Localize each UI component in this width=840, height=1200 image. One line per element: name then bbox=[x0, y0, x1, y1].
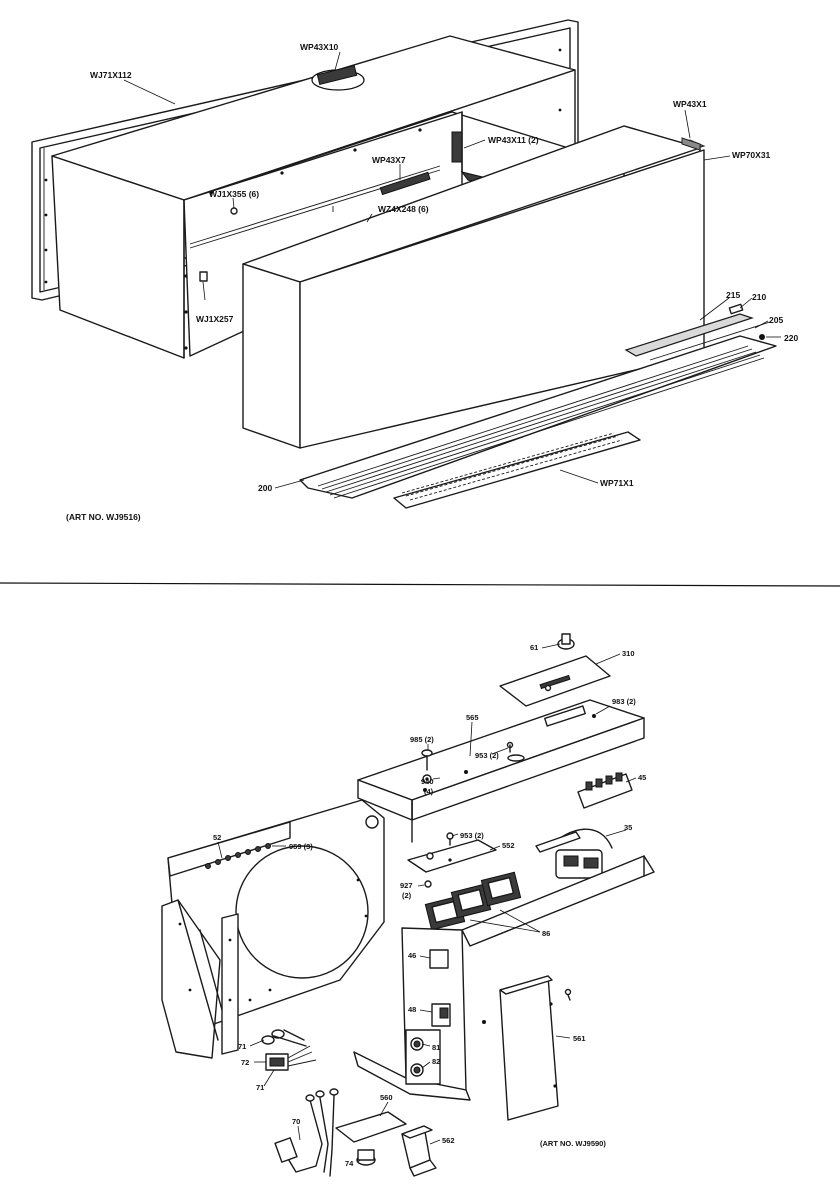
power-cord-70 bbox=[274, 1088, 339, 1177]
label-wj71x112: WJ71X112 bbox=[90, 70, 132, 80]
top-labels: WJ71X112 WP43X10 WP43X1 WP43X11 (2) WP70… bbox=[66, 42, 798, 522]
label-wp71x1: WP71X1 bbox=[600, 478, 634, 488]
label-953-lower: 953 (2) bbox=[460, 831, 484, 840]
label-562: 562 bbox=[442, 1136, 455, 1145]
label-wj1x355: WJ1X355 (6) bbox=[209, 189, 259, 199]
clip-wj1x257 bbox=[199, 271, 208, 282]
screw-561 bbox=[564, 988, 572, 1001]
art-number-bottom: (ART NO. WJ9590) bbox=[540, 1139, 606, 1148]
label-200: 200 bbox=[258, 483, 272, 493]
cover-561 bbox=[499, 975, 559, 1121]
panel-holes bbox=[178, 878, 368, 1002]
sleeve-rivets bbox=[44, 48, 562, 350]
capacitor-35 bbox=[535, 828, 613, 879]
label-74: 74 bbox=[345, 1159, 354, 1168]
bracket-52 bbox=[167, 821, 291, 877]
louver-slats bbox=[317, 345, 765, 499]
label-983: 983 (2) bbox=[612, 697, 636, 706]
label-61: 61 bbox=[530, 643, 538, 652]
label-565: 565 bbox=[466, 713, 479, 722]
knob-74 bbox=[356, 1149, 376, 1166]
top-exploded-view: WJ71X112 WP43X10 WP43X1 WP43X11 (2) WP70… bbox=[31, 19, 798, 522]
knob-61 bbox=[557, 633, 575, 650]
washer-940 bbox=[422, 774, 432, 784]
screw-wj1x355 bbox=[230, 207, 238, 215]
label-70: 70 bbox=[292, 1117, 300, 1126]
label-wz4x248: WZ4X248 (6) bbox=[378, 204, 429, 214]
label-46: 46 bbox=[408, 951, 416, 960]
label-52: 52 bbox=[213, 833, 221, 842]
label-927-qty: (2) bbox=[402, 891, 412, 900]
label-210: 210 bbox=[752, 292, 766, 302]
label-72: 72 bbox=[241, 1058, 249, 1067]
connector-72 bbox=[265, 1045, 317, 1071]
label-wp43x1: WP43X1 bbox=[673, 99, 707, 109]
label-48: 48 bbox=[408, 1005, 416, 1014]
switches-86 bbox=[424, 871, 522, 931]
label-71-lower: 71 bbox=[256, 1083, 264, 1092]
label-552: 552 bbox=[502, 841, 515, 850]
seal-wp43x11 bbox=[451, 131, 463, 163]
label-35: 35 bbox=[624, 823, 632, 832]
label-560: 560 bbox=[380, 1093, 393, 1102]
fan-opening bbox=[235, 845, 369, 979]
section-divider bbox=[0, 582, 840, 587]
bottom-exploded-view: 61 310 565 983 (2) 985 (2) 953 (2) 940 (… bbox=[161, 633, 655, 1177]
label-205: 205 bbox=[769, 315, 783, 325]
label-940-qty: (4) bbox=[424, 787, 434, 796]
plug-71-upper bbox=[261, 1029, 307, 1047]
label-wp43x7: WP43X7 bbox=[372, 155, 406, 165]
label-927: 927 bbox=[400, 881, 413, 890]
label-71-upper: 71 bbox=[238, 1042, 246, 1051]
control-box-tray bbox=[461, 855, 655, 947]
label-220: 220 bbox=[784, 333, 798, 343]
label-86: 86 bbox=[542, 929, 550, 938]
front-cover-left-end bbox=[242, 263, 301, 449]
screw-953-lower bbox=[446, 832, 454, 846]
label-940: 940 bbox=[421, 777, 434, 786]
bottom-leader-lines bbox=[217, 643, 637, 1163]
top-seal-wp43x1 bbox=[681, 137, 701, 151]
pin-210 bbox=[728, 303, 744, 315]
label-wj1x257: WJ1X257 bbox=[196, 314, 234, 324]
label-215: 215 bbox=[726, 290, 740, 300]
louver-end-215 bbox=[624, 313, 754, 357]
seal-wp43x10 bbox=[316, 64, 358, 86]
label-82: 82 bbox=[432, 1057, 440, 1066]
grille-slots bbox=[401, 432, 623, 501]
top-leader-lines bbox=[123, 51, 781, 489]
terminal-block-45 bbox=[577, 772, 633, 809]
pilot-lights-81-82 bbox=[405, 1029, 441, 1085]
board-552 bbox=[407, 839, 497, 873]
label-959: 959 (3) bbox=[289, 842, 313, 851]
screw-953-top bbox=[506, 741, 514, 753]
washer-927 bbox=[424, 880, 432, 888]
bottom-labels: 61 310 565 983 (2) 985 (2) 953 (2) 940 (… bbox=[213, 643, 646, 1168]
switch-46 bbox=[429, 949, 449, 969]
label-310: 310 bbox=[622, 649, 635, 658]
seal-wp43x7 bbox=[379, 171, 431, 196]
label-953-top: 953 (2) bbox=[475, 751, 499, 760]
label-wp43x11: WP43X11 (2) bbox=[488, 135, 539, 145]
part-220 bbox=[759, 334, 765, 340]
label-81: 81 bbox=[432, 1043, 440, 1052]
label-wp43x10: WP43X10 bbox=[300, 42, 339, 52]
label-985: 985 (2) bbox=[410, 735, 434, 744]
label-wp70x31: WP70X31 bbox=[732, 150, 771, 160]
clips-959 bbox=[205, 843, 271, 869]
label-45: 45 bbox=[638, 773, 646, 782]
screw-985 bbox=[421, 749, 433, 771]
plate-560 bbox=[335, 1111, 407, 1143]
label-561: 561 bbox=[573, 1034, 586, 1043]
art-number-top: (ART NO. WJ9516) bbox=[66, 512, 141, 522]
